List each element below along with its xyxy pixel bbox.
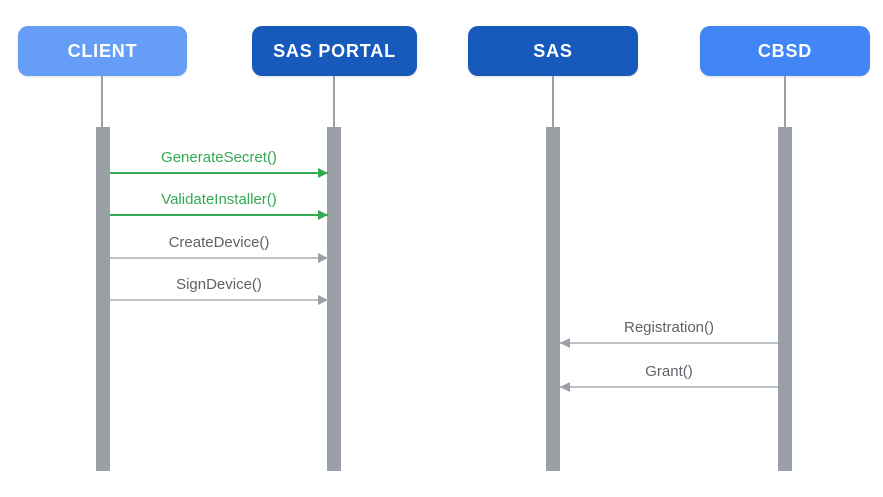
actor-box-client: CLIENT [18, 26, 187, 76]
activation-bar-sas [546, 127, 560, 471]
activation-bar-sas-portal [327, 127, 341, 471]
activation-bar-client [96, 127, 110, 471]
message-line [110, 299, 328, 301]
arrow-right-icon [318, 253, 328, 263]
message-sign-device: SignDevice() [110, 269, 328, 305]
arrow-right-icon [318, 210, 328, 220]
actor-box-sas-portal: SAS PORTAL [252, 26, 417, 76]
message-generate-secret: GenerateSecret() [110, 142, 328, 178]
actor-box-sas: SAS [468, 26, 638, 76]
message-label: ValidateInstaller() [161, 191, 277, 208]
message-line [560, 386, 778, 388]
lifeline-sas-portal [333, 76, 335, 127]
message-line [110, 257, 328, 259]
arrow-right-icon [318, 168, 328, 178]
arrow-right-icon [318, 295, 328, 305]
message-registration: Registration() [560, 312, 778, 348]
lifeline-sas [552, 76, 554, 127]
arrow-left-icon [560, 382, 570, 392]
lifeline-client [101, 76, 103, 127]
activation-bar-cbsd [778, 127, 792, 471]
message-label: Grant() [645, 363, 693, 380]
message-line [560, 342, 778, 344]
message-label: GenerateSecret() [161, 149, 277, 166]
lifeline-cbsd [784, 76, 786, 127]
message-grant: Grant() [560, 356, 778, 392]
message-create-device: CreateDevice() [110, 227, 328, 263]
message-label: SignDevice() [176, 276, 262, 293]
arrow-left-icon [560, 338, 570, 348]
actor-box-cbsd: CBSD [700, 26, 870, 76]
message-label: Registration() [623, 319, 715, 336]
message-label: CreateDevice() [168, 234, 270, 251]
message-line [110, 172, 328, 174]
message-validate-installer: ValidateInstaller() [110, 184, 328, 220]
message-line [110, 214, 328, 216]
